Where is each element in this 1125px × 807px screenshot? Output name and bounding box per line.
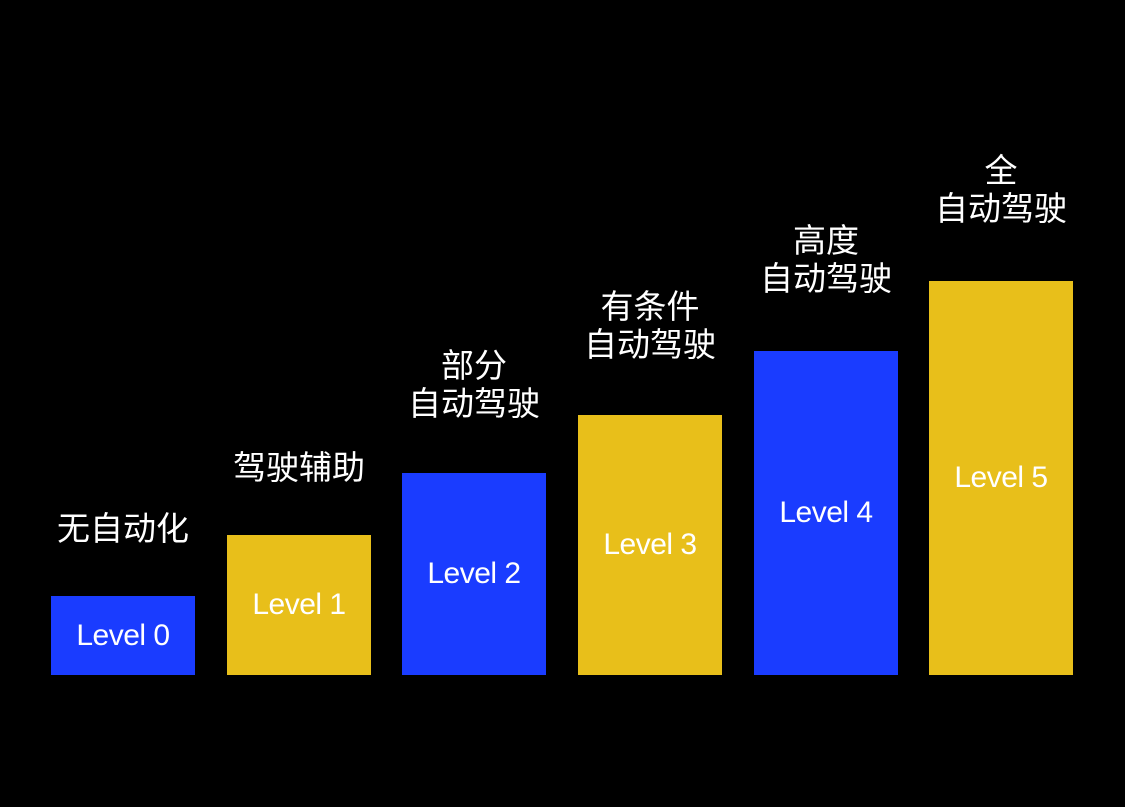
level-5-caption-line-2: 自动驾驶 [935,189,1067,228]
level-1-label: Level 1 [252,588,346,621]
level-2-caption-line-1: 部分 [441,346,507,385]
level-2-caption-line-2: 自动驾驶 [408,384,540,423]
level-3-label: Level 3 [603,528,697,561]
level-0-caption: 无自动化 [31,510,215,548]
level-3-bar: Level 3 [578,415,722,675]
level-2-bar: Level 2 [402,473,546,675]
level-4-caption: 高度 自动驾驶 [734,222,918,298]
level-3-caption: 有条件 自动驾驶 [558,288,742,364]
level-5-caption-line-1: 全 [984,151,1018,190]
level-2-caption: 部分 自动驾驶 [382,347,566,423]
level-4-caption-line-1: 高度 [793,221,859,260]
level-5-caption: 全 自动驾驶 [909,152,1093,228]
level-0-label: Level 0 [76,618,170,652]
level-2-label: Level 2 [427,557,521,590]
level-5-label: Level 5 [954,461,1048,494]
level-4-bar: Level 4 [754,351,898,675]
level-0-caption-line-1: 无自动化 [57,509,189,548]
level-1-bar: Level 1 [227,535,371,675]
level-4-caption-line-2: 自动驾驶 [760,259,892,298]
level-3-caption-line-2: 自动驾驶 [584,325,716,364]
level-1-caption: 驾驶辅助 [207,449,391,487]
level-1-caption-line-1: 驾驶辅助 [233,448,365,487]
level-3-caption-line-1: 有条件 [600,287,700,326]
level-4-label: Level 4 [779,496,873,529]
level-0-bar: Level 0 [51,596,195,675]
level-5-bar: Level 5 [929,281,1073,675]
